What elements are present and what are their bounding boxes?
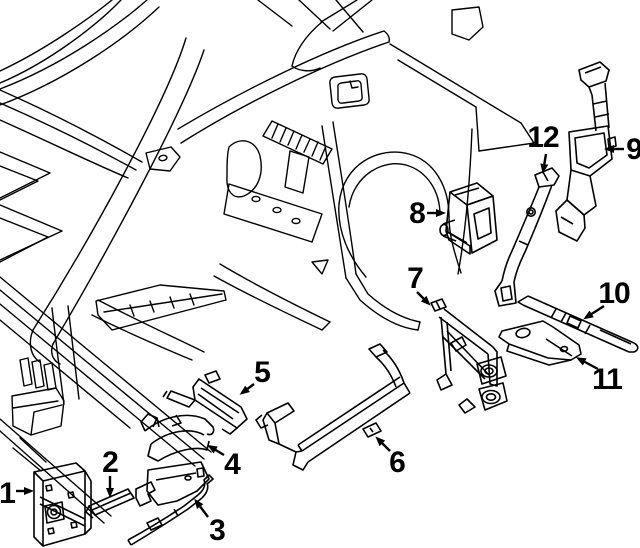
- part-6-drawing[interactable]: [255, 343, 411, 471]
- callout-9-label[interactable]: 9: [626, 133, 640, 166]
- callout-12-arrow: [540, 153, 549, 174]
- part-8-drawing[interactable]: [439, 182, 498, 255]
- part-11-drawing[interactable]: [498, 320, 582, 366]
- callout-12-label[interactable]: 12: [527, 121, 559, 154]
- callout-2-label[interactable]: 2: [102, 446, 119, 479]
- callout-5-arrow: [239, 383, 255, 395]
- part-12-drawing[interactable]: [494, 167, 560, 307]
- car-body-drawing: [0, 0, 535, 524]
- callout-10-arrow: [583, 304, 605, 320]
- callout-7-arrow: [416, 291, 431, 306]
- part-10-drawing[interactable]: [517, 295, 639, 353]
- callout-6-label[interactable]: 6: [389, 446, 406, 479]
- callout-5-label[interactable]: 5: [254, 356, 271, 389]
- part-4-drawing[interactable]: [140, 413, 215, 462]
- callout-3-label[interactable]: 3: [209, 514, 226, 547]
- part-1-drawing[interactable]: [33, 462, 92, 547]
- part-3-drawing[interactable]: [127, 474, 214, 546]
- callout-6-arrow: [375, 436, 391, 452]
- part-7-drawing[interactable]: [430, 298, 508, 414]
- part-9-drawing[interactable]: [555, 61, 617, 242]
- callout-10-label[interactable]: 10: [598, 277, 630, 310]
- callout-3-arrow: [194, 498, 209, 518]
- part-2-drawing[interactable]: [85, 461, 210, 519]
- callout-1-label[interactable]: 1: [0, 477, 16, 510]
- callout-11-arrow: [575, 357, 599, 371]
- callout-4-arrow: [207, 444, 225, 457]
- callout-4-label[interactable]: 4: [224, 448, 241, 481]
- callout-7-label[interactable]: 7: [407, 262, 424, 295]
- part-5-drawing[interactable]: [162, 370, 248, 435]
- callout-11-label[interactable]: 11: [592, 363, 623, 396]
- callout-8-label[interactable]: 8: [409, 197, 426, 230]
